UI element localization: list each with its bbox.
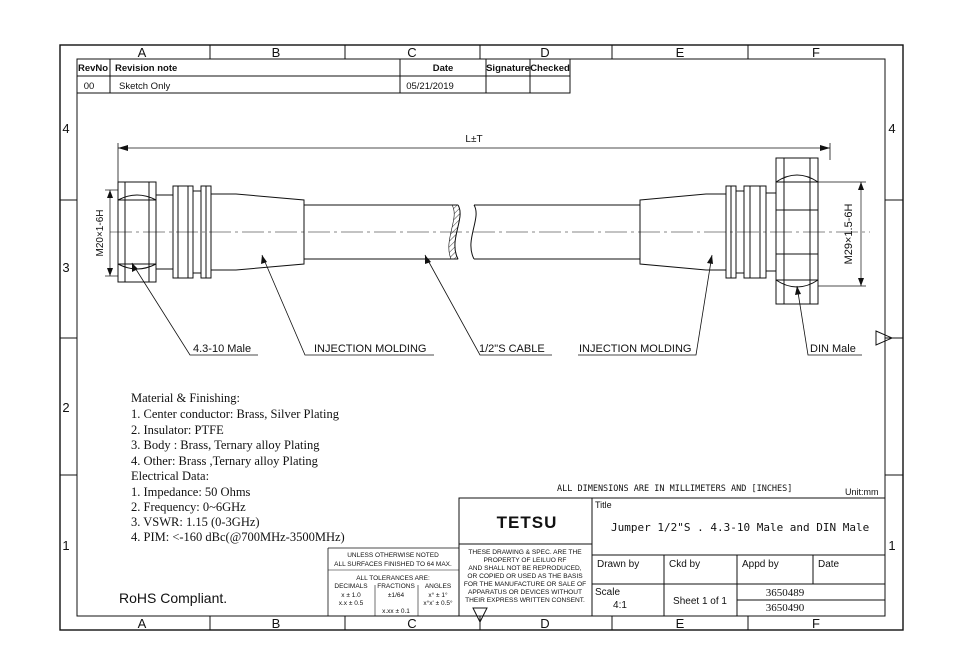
scale-value: 4:1 [613,600,627,611]
tol-ang2: x°x' ± 0.5° [423,599,453,607]
row-2-left: 2 [62,400,69,415]
rev-row-note: Sketch Only [119,81,170,92]
rev-header-revno: RevNo [78,63,108,74]
spec-line: 3. VSWR: 1.15 (0-3GHz) [131,515,260,529]
length-dimension: L±T [117,134,831,182]
spec-line: 4. Other: Brass ,Ternary alloy Plating [131,454,319,468]
spec-line: Material & Finishing: [131,391,240,405]
tol-frac: ±1/64 [388,592,405,599]
property-note-line: FOR THE MANUFACTURE OR SALE OF [464,581,586,588]
tol-line1: UNLESS OTHERWISE NOTED [347,552,439,559]
row-labels: 4 3 2 1 4 1 [62,121,895,553]
col-e-bottom: E [676,616,685,631]
callout-cable: 1/2"S CABLE [479,343,545,355]
col-d-top: D [540,45,549,60]
right-thread-dimension: M29×1.5-6H [818,181,866,287]
company-name: TETSU [497,513,558,532]
unit-label: Unit:mm [845,487,879,497]
tol-col-fractions: FRACTIONS [377,583,415,590]
callout-right-molding: INJECTION MOLDING [579,343,691,355]
spec-line: 1. Impedance: 50 Ohms [131,485,251,499]
rev-header-checked: Checked [530,63,570,74]
length-label: L±T [465,134,482,145]
scale-label: Scale [595,587,620,598]
tol-col-angles: ANGLES [425,583,452,590]
tol-dec1: x ± 1.0 [341,592,361,599]
row-1-left: 1 [62,538,69,553]
col-e-top: E [676,45,685,60]
rev-header-signature: Signature [486,63,530,74]
tol-line2: ALL SURFACES FINISHED TO 64 MAX. [334,561,452,568]
drawing-title: Jumper 1/2"S . 4.3-10 Male and DIN Male [611,521,869,534]
rev-row-revno: 00 [84,81,95,92]
specifications: Material & Finishing: 1. Center conducto… [131,391,345,544]
cable [304,204,640,260]
col-b-top: B [272,45,281,60]
col-d-bottom: D [540,616,549,631]
callout-arrowheads [132,255,801,295]
rev-header-date: Date [433,63,454,74]
sheet-count: Sheet 1 of 1 [673,596,727,607]
left-connector-4-3-10-male [117,181,305,283]
property-note-line: OR COPIED OR USED AS THE BASIS [467,573,583,580]
col-a-bottom: A [138,616,147,631]
center-mark-right [875,330,903,346]
center-mark-bottom [472,607,488,630]
title-block: ALL DIMENSIONS ARE IN MILLIMETERS AND [I… [458,484,886,617]
property-note-line: APPARATUS OR DEVICES WITHOUT [468,589,582,596]
callout-right-connector: DIN Male [810,343,856,355]
left-thread-dimension: M20×1-6H [95,189,118,277]
row-4-right: 4 [888,121,895,136]
callout-leaders [131,254,862,356]
title-label: Title [595,500,612,510]
spec-line: 4. PIM: <-160 dBc(@700MHz-3500MHz) [131,530,345,544]
date-label: Date [818,559,840,570]
property-note-line: PROPERTY OF LEILUO RF [484,557,567,564]
drawn-by-label: Drawn by [597,559,639,570]
column-labels-top: A B C D E F [138,45,820,60]
spec-line: 1. Center conductor: Brass, Silver Plati… [131,407,340,421]
ckd-by-label: Ckd by [669,559,700,570]
tol-dec3: x.xx ± 0.1 [382,608,410,615]
revision-table: RevNo Revision note Date Signature Check… [76,58,571,94]
right-connector-din-male [639,157,819,305]
spec-line: 2. Frequency: 0~6GHz [131,500,246,514]
row-1-right: 1 [888,538,895,553]
tolerance-block: UNLESS OTHERWISE NOTED ALL SURFACES FINI… [327,547,460,616]
col-c-bottom: C [407,616,416,631]
row-3-left: 3 [62,260,69,275]
col-b-bottom: B [272,616,281,631]
right-thread-label: M29×1.5-6H [843,204,855,265]
part-number-1: 3650489 [766,587,805,599]
property-note: THESE DRAWING & SPEC. ARE THE PROPERTY O… [464,549,586,604]
rev-row-date: 05/21/2019 [406,81,454,92]
rev-header-note: Revision note [115,63,177,74]
appd-by-label: Appd by [742,559,779,570]
tol-line3: ALL TOLERANCES ARE: [356,575,430,582]
spec-line: Electrical Data: [131,469,209,483]
col-f-top: F [812,45,820,60]
callout-labels: 4.3-10 Male INJECTION MOLDING 1/2"S CABL… [193,343,856,355]
part-number-2: 3650490 [766,602,805,614]
rohs-note: RoHS Compliant. [119,590,227,606]
tol-dec2: x.x ± 0.5 [339,600,364,607]
spec-line: 2. Insulator: PTFE [131,423,224,437]
spec-line: 3. Body : Brass, Ternary alloy Plating [131,438,320,452]
property-note-line: AND SHALL NOT BE REPRODUCED, [468,565,581,572]
column-labels-bottom: A B C D E F [138,616,820,631]
left-thread-label: M20×1-6H [95,210,106,257]
col-a-top: A [138,45,147,60]
row-4-left: 4 [62,121,69,136]
col-c-top: C [407,45,416,60]
callout-left-connector: 4.3-10 Male [193,343,251,355]
tol-ang1: x° ± 1° [428,591,448,599]
property-note-line: THESE DRAWING & SPEC. ARE THE [468,549,582,556]
callout-left-molding: INJECTION MOLDING [314,343,426,355]
col-f-bottom: F [812,616,820,631]
property-note-line: THEIR EXPRESS WRITTEN CONSENT. [465,597,585,604]
units-note: ALL DIMENSIONS ARE IN MILLIMETERS AND [I… [557,484,792,494]
tol-col-decimals: DECIMALS [334,583,368,590]
